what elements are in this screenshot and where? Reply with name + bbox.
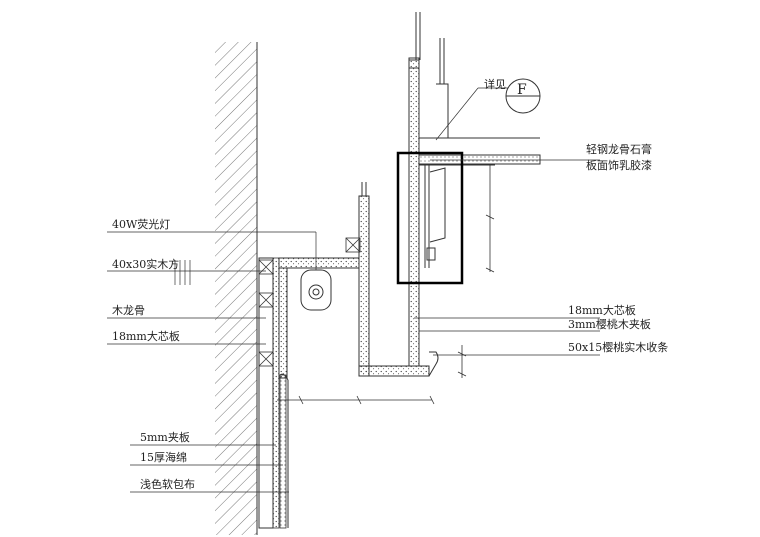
label-cherry-trim: 50x15樱桃实木收条 xyxy=(568,340,668,354)
label-sponge: 15厚海绵 xyxy=(140,450,187,464)
label-gypsum-board-2: 板面饰乳胶漆 xyxy=(586,158,652,172)
label-fluorescent-lamp: 40W荧光灯 xyxy=(112,217,170,231)
light-trough xyxy=(278,182,439,379)
label-blockboard-right: 18mm大芯板 xyxy=(568,303,636,317)
concrete-wall xyxy=(215,42,258,535)
label-cherry-plywood: 3mm樱桃木夹板 xyxy=(568,317,651,331)
dimension-lines xyxy=(277,165,495,405)
label-plywood: 5mm夹板 xyxy=(140,430,190,444)
detail-prefix-text: 详见 xyxy=(484,77,506,91)
label-timber-batten: 40x30实木方 xyxy=(112,257,179,271)
detail-letter-text: F xyxy=(517,82,527,98)
wall-cladding xyxy=(258,237,361,529)
label-soft-fabric: 浅色软包布 xyxy=(140,477,195,491)
fluorescent-lamp xyxy=(300,269,332,311)
ceiling-structure xyxy=(408,12,541,367)
left-labels: 40W荧光灯 40x30实木方 木龙骨 18mm大芯板 5mm夹板 15厚海绵 … xyxy=(112,217,195,491)
label-gypsum-board-1: 轻钢龙骨石膏 xyxy=(586,142,652,156)
leader-lines xyxy=(107,87,600,493)
detail-highlight-box xyxy=(396,151,464,285)
label-blockboard-left: 18mm大芯板 xyxy=(112,329,180,343)
steel-keel xyxy=(424,165,446,268)
detail-reference-symbol: 详见 F xyxy=(484,77,541,114)
label-wood-keel: 木龙骨 xyxy=(112,304,145,317)
right-labels: 轻钢龙骨石膏 板面饰乳胶漆 18mm大芯板 3mm樱桃木夹板 50x15樱桃实木… xyxy=(568,142,668,354)
